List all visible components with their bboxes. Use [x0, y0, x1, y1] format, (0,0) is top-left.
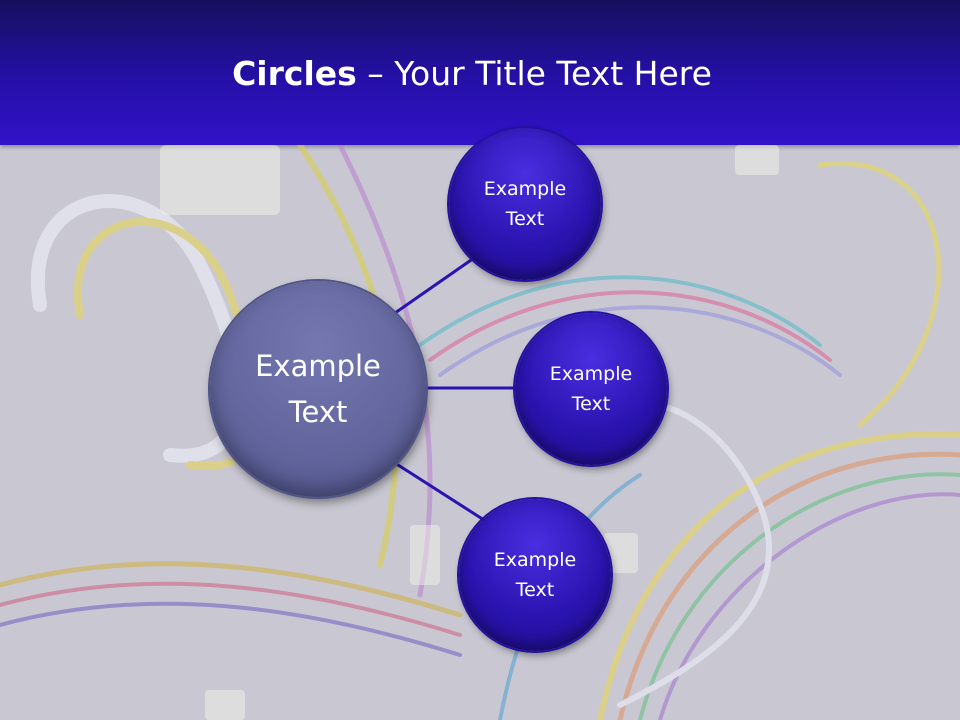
node-circle-middle: Example Text [515, 313, 667, 465]
center-circle-label-line1: Example [255, 349, 381, 383]
title-rest: – Your Title Text Here [356, 54, 712, 93]
slide-title: Circles – Your Title Text Here [0, 54, 944, 94]
node-top-label-line1: Example [483, 178, 567, 200]
center-circle: Example Text [210, 281, 426, 497]
title-bar: Circles – Your Title Text Here [0, 0, 960, 145]
node-bottom-label-line1: Example [493, 549, 577, 571]
node-circle-top: Example Text [449, 128, 601, 280]
node-bottom-label-line2: Text [515, 579, 555, 601]
connector-bottom [394, 461, 485, 522]
node-circle-bottom: Example Text [459, 499, 611, 651]
center-circle-label-line2: Text [288, 395, 348, 429]
node-middle-label-line2: Text [571, 393, 611, 415]
title-bold: Circles [232, 54, 357, 93]
node-middle-label-line1: Example [549, 363, 633, 385]
node-top-label-line2: Text [505, 208, 545, 230]
connector-top [394, 256, 475, 315]
